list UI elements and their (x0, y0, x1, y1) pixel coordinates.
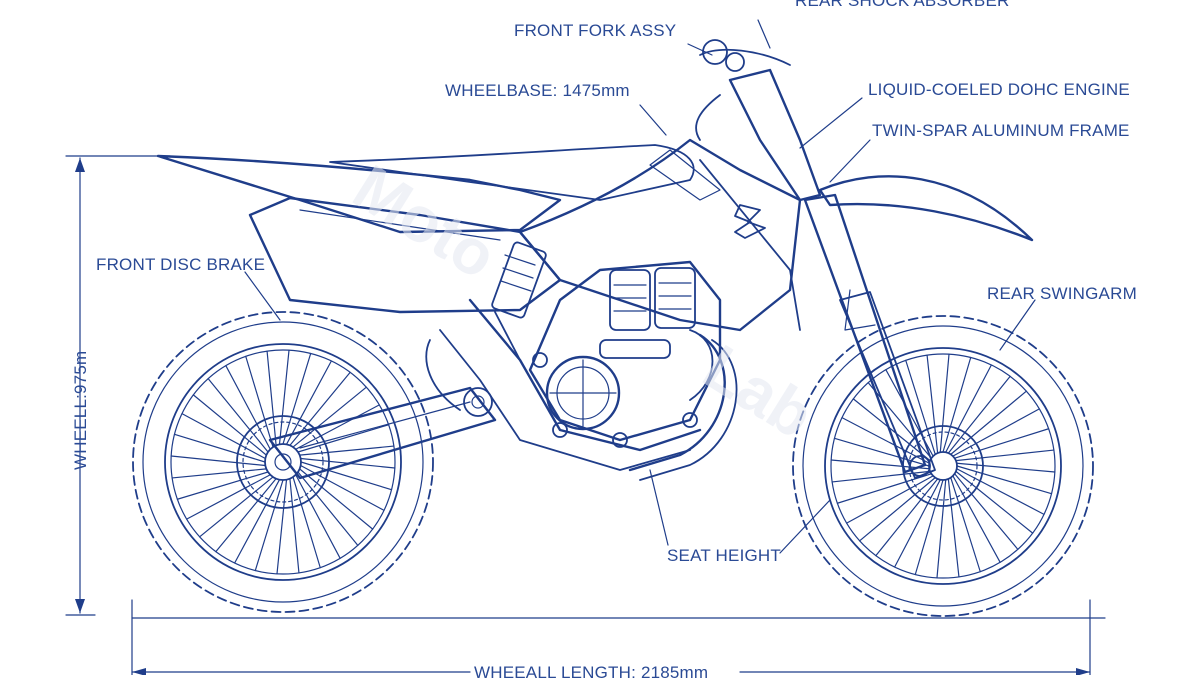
label-seat-height: SEAT HEIGHT (667, 546, 781, 565)
wheel-spoke (875, 478, 939, 557)
wheel-spoke (952, 475, 1001, 563)
wheel-spoke (852, 398, 931, 462)
wheel-spoke (292, 476, 321, 569)
wheel-spoke (300, 461, 393, 491)
length-dimension-line (131, 599, 1106, 675)
callout-leader-lines (244, 19, 1036, 554)
wheel-spoke (186, 474, 271, 520)
wheel-spoke (289, 478, 300, 574)
rear-shock (491, 241, 547, 361)
wheel-spoke (945, 364, 992, 453)
wheel-spoke (956, 465, 1053, 495)
wheel-spoke (292, 386, 367, 448)
front-fork (803, 193, 936, 479)
wheel-spoke (939, 353, 950, 453)
engine (528, 260, 722, 448)
wheel-spoke (282, 352, 312, 445)
wheel-spoke (954, 428, 1050, 459)
label-swingarm: REAR SWINGARM (987, 284, 1137, 303)
label-wheelbase: WHEELBASE: 1475mm (445, 81, 630, 100)
height-dimension-line (65, 155, 171, 616)
wheel-spoke (299, 445, 395, 456)
wheel-spoke (297, 471, 359, 546)
wheel-spoke (199, 476, 274, 538)
wheel-spoke (950, 477, 981, 573)
wheel-spoke (276, 479, 288, 575)
wheel-spoke (942, 356, 972, 453)
wheel-spoke (295, 474, 341, 559)
fuel-tank-shroud (518, 138, 802, 332)
wheel-spoke (914, 479, 944, 576)
wheel-spoke (245, 355, 274, 448)
wheel-spoke (952, 408, 1040, 457)
wheel-spoke (278, 349, 290, 445)
label-wheel-height: WHEELL:975m (71, 350, 90, 470)
wheel-spoke (173, 433, 266, 463)
label-front-brake: FRONT DISC BRAKE (96, 255, 266, 274)
wheel-spoke (170, 455, 266, 467)
exhaust-pipe (628, 333, 738, 481)
swingarm (268, 386, 497, 480)
wheel-spoke (926, 354, 939, 454)
wheel-spoke (295, 404, 380, 450)
wheel-spoke (950, 390, 1027, 455)
label-front-fork: FRONT FORK ASSY (514, 21, 677, 40)
wheel-spoke (215, 478, 277, 553)
wheel-spoke (955, 470, 1034, 534)
wheel-spoke (266, 350, 277, 446)
wheel-spoke (181, 413, 266, 460)
rear-wheel (132, 311, 434, 613)
wheel-spoke (297, 424, 390, 453)
wheel-spoke (894, 479, 941, 568)
wheel-spoke (234, 479, 281, 564)
wheel-spoke (846, 475, 934, 524)
wheel-spoke (830, 459, 930, 470)
label-overall-length: WHEEALL LENGTH: 2185mm (474, 663, 709, 682)
wheel-spoke (936, 479, 947, 579)
wheel-spoke (841, 417, 930, 464)
wheel-spoke (225, 365, 271, 450)
wheel-spoke (171, 468, 267, 479)
wheel-spoke (192, 394, 267, 456)
frame (425, 159, 801, 471)
wheel-spoke (955, 449, 1055, 462)
wheel-spoke (947, 478, 960, 578)
wheel-spoke (867, 382, 932, 459)
front-wheel (792, 315, 1094, 617)
front-fender (818, 175, 1034, 242)
label-frame: TWIN-SPAR ALUMINUM FRAME (872, 121, 1130, 140)
rear-fender-seat (156, 144, 695, 234)
wheel-spoke (176, 471, 269, 500)
wheel-spoke (956, 462, 1056, 473)
wheel-spoke (905, 359, 936, 455)
wheel-spoke (859, 477, 936, 542)
handlebar-headtube (695, 39, 822, 202)
label-engine: LIQUID-COELED DOHC ENGINE (868, 80, 1130, 99)
wheel-spoke (207, 378, 269, 453)
wheel-spoke (254, 479, 284, 572)
wheel-spoke (954, 473, 1019, 550)
wheel-spoke (833, 437, 930, 467)
wheel-spoke (836, 473, 932, 504)
wheel-spoke (956, 468, 1045, 515)
wheel-spoke (299, 468, 374, 530)
wheel-spoke (947, 375, 1011, 454)
wheel-spoke (285, 360, 332, 445)
label-rear-shock: REAR SHOCK ABSORBER (795, 0, 1010, 10)
